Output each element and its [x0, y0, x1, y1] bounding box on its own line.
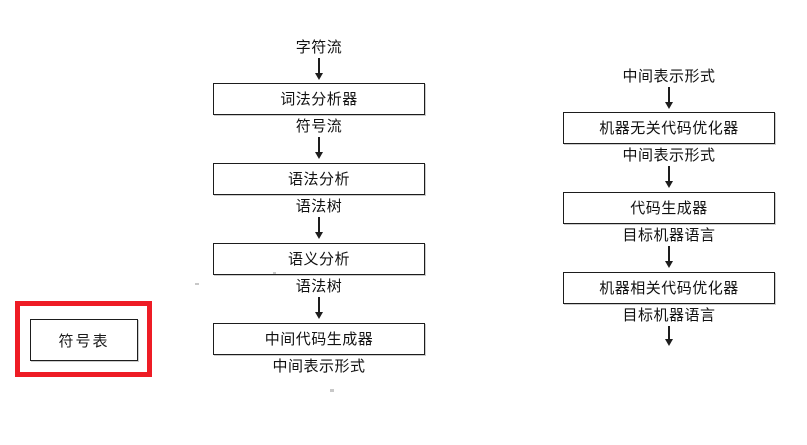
- scan-artifact: [330, 389, 334, 392]
- arrow-down-icon: [667, 326, 670, 340]
- node-lexical-analyzer[interactable]: 词法分析器: [213, 83, 425, 115]
- node-semantic-analysis[interactable]: 语义分析: [213, 243, 425, 275]
- symbol-table-highlight-box: 符号表: [15, 301, 152, 377]
- back-end-phase-column: 中间表示形式 机器无关代码优化器 中间表示形式 代码生成器 目标机器语言 机器相…: [563, 65, 775, 354]
- arrow-down-icon: [317, 297, 320, 313]
- arrow-down-icon: [317, 58, 320, 74]
- edge-syntax-tree-2: 语法树: [296, 275, 343, 323]
- arrow-down-icon: [317, 217, 320, 233]
- arrow-down-icon: [667, 87, 670, 103]
- arrow-down-icon: [317, 137, 320, 153]
- node-label-code-generator: 代码生成器: [630, 198, 708, 217]
- node-label-syntax-analysis: 语法分析: [287, 169, 350, 188]
- node-label-machine-dependent-optimizer: 机器相关代码优化器: [599, 278, 739, 297]
- edge-label-character-stream: 字符流: [295, 38, 343, 56]
- edge-label-token-stream: 符号流: [295, 117, 343, 135]
- arrow-down-icon: [667, 166, 670, 182]
- node-label-lexical-analyzer: 词法分析器: [280, 89, 358, 108]
- edge-character-stream: 字符流: [296, 36, 343, 83]
- scan-artifact: [195, 283, 199, 285]
- edge-label-intermediate-representation-in: 中间表示形式: [622, 67, 716, 85]
- edge-label-intermediate-representation-out: 中间表示形式: [272, 357, 366, 375]
- arrow-down-icon: [667, 246, 670, 262]
- edge-token-stream: 符号流: [296, 115, 343, 163]
- node-symbol-table[interactable]: 符号表: [30, 319, 138, 361]
- node-machine-dependent-optimizer[interactable]: 机器相关代码优化器: [563, 272, 775, 304]
- node-machine-independent-optimizer[interactable]: 机器无关代码优化器: [563, 112, 775, 144]
- edge-label-syntax-tree-2: 语法树: [295, 277, 343, 295]
- node-syntax-analysis[interactable]: 语法分析: [213, 163, 425, 195]
- edge-syntax-tree-1: 语法树: [296, 195, 343, 243]
- edge-label-target-machine-language-1: 目标机器语言: [622, 226, 716, 244]
- edge-intermediate-representation-mid: 中间表示形式: [622, 144, 715, 192]
- edge-label-target-machine-language-2: 目标机器语言: [622, 306, 716, 324]
- node-label-semantic-analysis: 语义分析: [287, 249, 350, 268]
- edge-target-machine-language-1: 目标机器语言: [622, 224, 715, 272]
- node-intermediate-code-generator[interactable]: 中间代码生成器: [213, 323, 425, 355]
- edge-intermediate-representation-out: 中间表示形式: [272, 355, 365, 405]
- front-end-phase-column: 字符流 词法分析器 符号流 语法分析 语法树 语义分析 语法树 中间代码生成器: [213, 36, 425, 405]
- edge-label-syntax-tree-1: 语法树: [295, 197, 343, 215]
- edge-intermediate-representation-in: 中间表示形式: [622, 65, 715, 112]
- node-label-symbol-table: 符号表: [58, 331, 110, 350]
- node-label-intermediate-code-generator: 中间代码生成器: [264, 329, 374, 348]
- edge-target-machine-language-2: 目标机器语言: [622, 304, 715, 354]
- node-label-machine-independent-optimizer: 机器无关代码优化器: [599, 118, 739, 137]
- scan-artifact: [273, 272, 276, 274]
- node-code-generator[interactable]: 代码生成器: [563, 192, 775, 224]
- edge-label-intermediate-representation-mid: 中间表示形式: [622, 146, 716, 164]
